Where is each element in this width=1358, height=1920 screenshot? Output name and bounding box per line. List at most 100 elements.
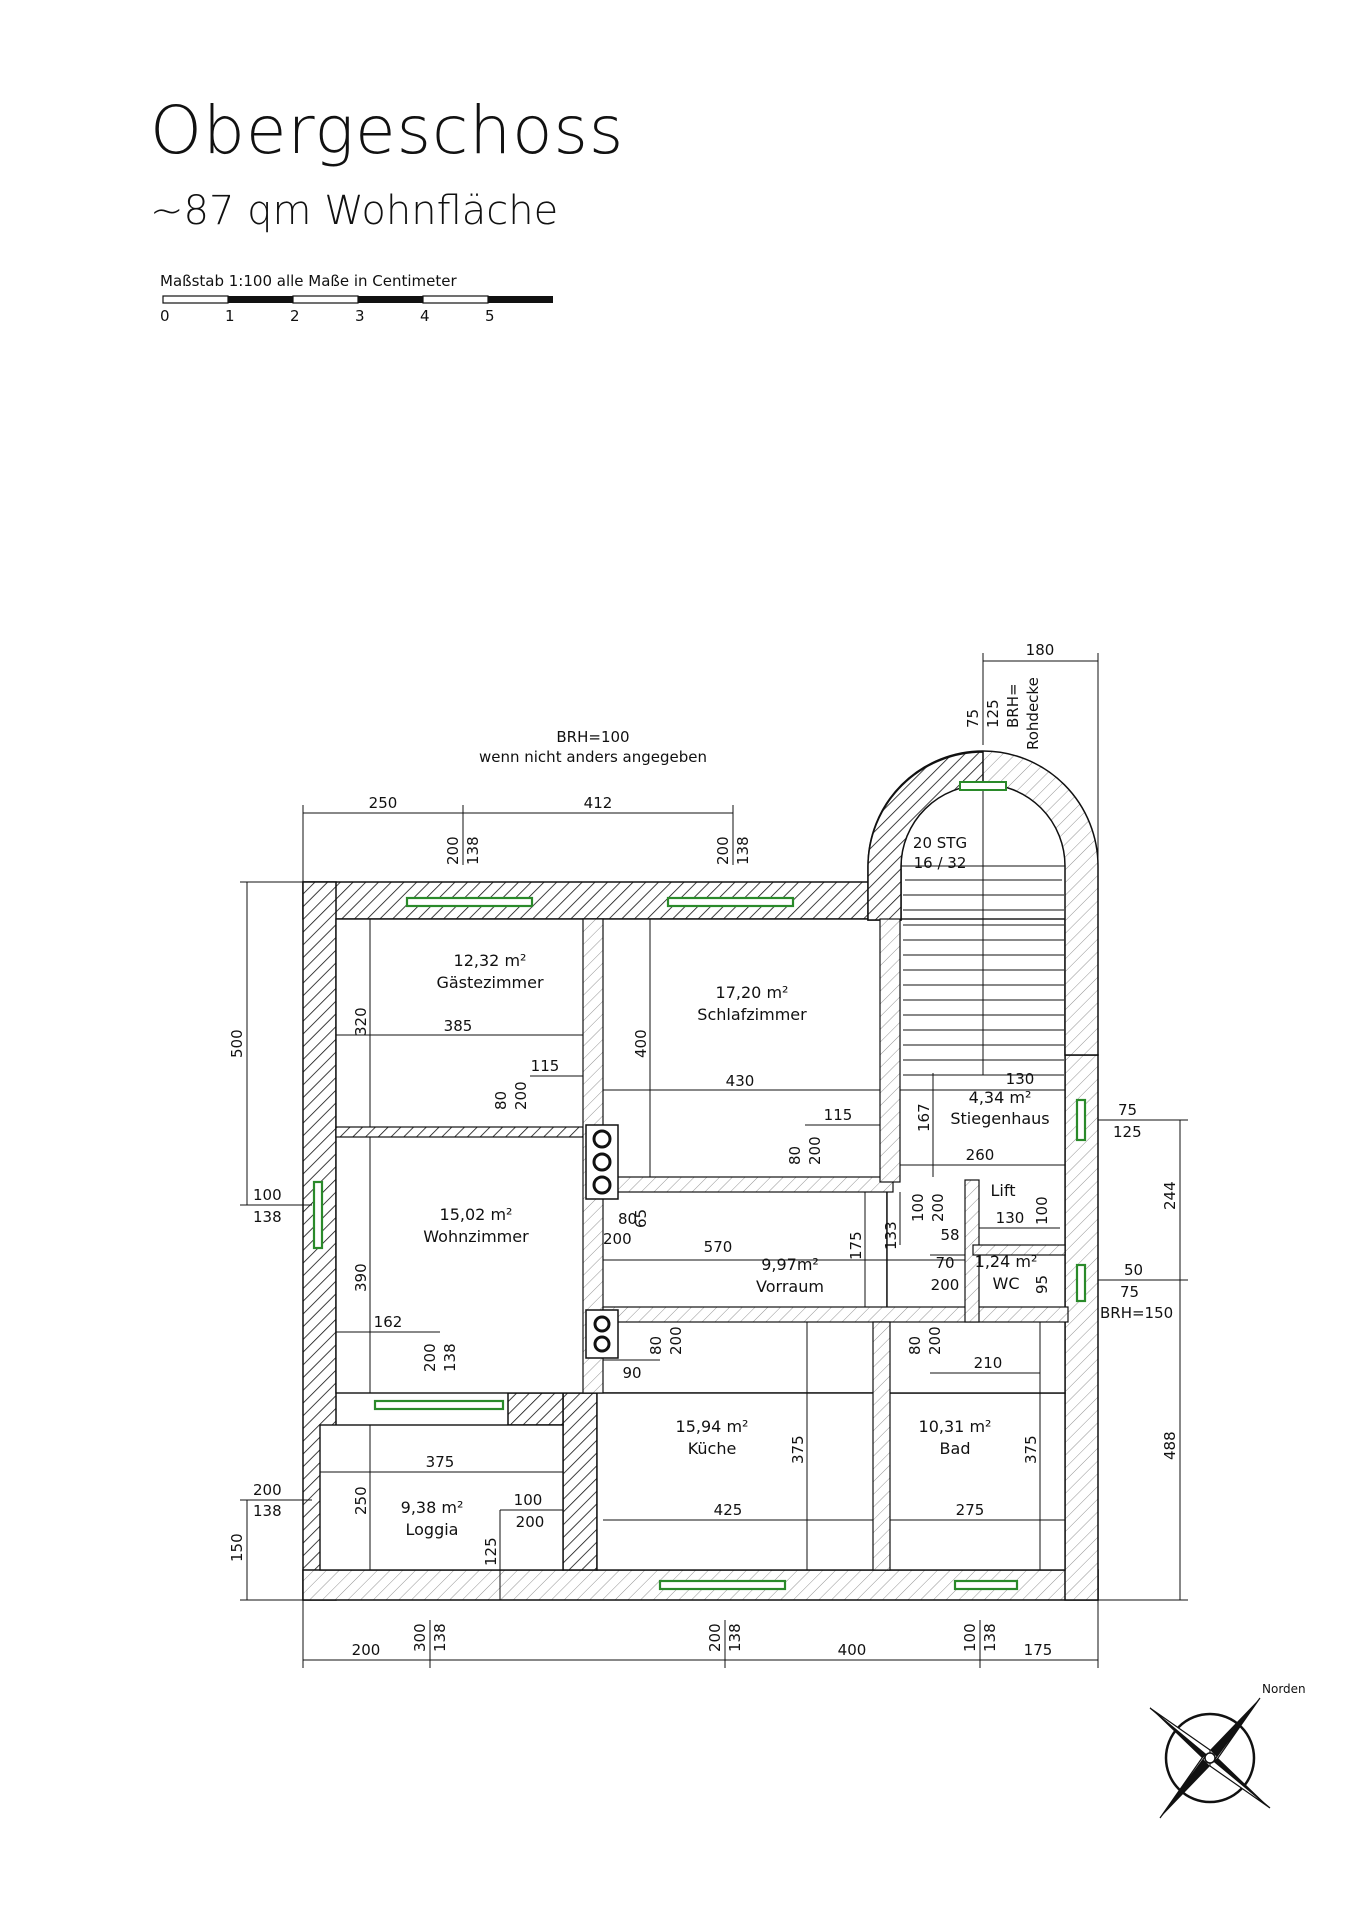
scale-tick: 5	[485, 307, 495, 325]
dim-label: 115	[531, 1057, 560, 1075]
dim-label: 58	[940, 1226, 959, 1244]
dim-label: 138	[441, 1343, 459, 1372]
dim-label: 430	[726, 1072, 755, 1090]
dim-label: 250	[369, 794, 398, 812]
dim-label: 130	[1006, 1070, 1035, 1088]
dim-label: 200	[516, 1513, 545, 1531]
dim-label: 200	[667, 1326, 685, 1355]
room-area-bad: 10,31 m²	[919, 1417, 992, 1436]
dim-label: 200	[926, 1326, 944, 1355]
dim-label: 80	[618, 1210, 637, 1228]
room-area-loggia: 9,38 m²	[401, 1498, 464, 1517]
dim-label: 75	[1120, 1283, 1139, 1301]
room-name-kueche: Küche	[688, 1439, 737, 1458]
dim-label: 175	[1024, 1641, 1053, 1659]
dim-label: 65	[632, 1209, 650, 1228]
windows	[312, 896, 1087, 1591]
compass-label: Norden	[1262, 1682, 1306, 1696]
dim-label: 200	[603, 1230, 632, 1248]
dim-label: 100	[253, 1186, 282, 1204]
dim-label: 500	[228, 1029, 246, 1058]
page-subtitle: ~87 qm Wohnfläche	[150, 188, 559, 234]
dim-label: 75	[964, 709, 982, 728]
scale-tick: 4	[420, 307, 430, 325]
dim-label: 167	[915, 1103, 933, 1132]
scale-bar: 0 1 2 3 4 5	[160, 295, 553, 325]
chimney	[585, 1124, 619, 1359]
dim-label: 200	[806, 1136, 824, 1165]
dim-label: 100	[1033, 1196, 1051, 1225]
dim-label: 300	[411, 1623, 429, 1652]
dim-label: 200	[706, 1623, 724, 1652]
stair-tower	[867, 750, 1099, 1076]
dim-label: 250	[352, 1486, 370, 1515]
dim-label: 175	[847, 1231, 865, 1260]
dim-label: 400	[838, 1641, 867, 1659]
compass-icon	[1149, 1697, 1271, 1819]
dim-label: 80	[647, 1336, 665, 1355]
dim-label: 375	[1022, 1435, 1040, 1464]
dim-label: 162	[374, 1313, 403, 1331]
dim-label: 70	[935, 1254, 954, 1272]
room-area-schlafzimmer: 17,20 m²	[716, 983, 789, 1002]
room-name-bad: Bad	[940, 1439, 971, 1458]
dim-label: 200	[421, 1343, 439, 1372]
dim-label: 138	[726, 1623, 744, 1652]
room-area-wc: 1,24 m²	[975, 1252, 1038, 1271]
dim-label: 125	[482, 1537, 500, 1566]
dim-label: 260	[966, 1146, 995, 1164]
scale-tick: 2	[290, 307, 300, 325]
scale-caption: Maßstab 1:100 alle Maße in Centimeter	[160, 272, 457, 290]
dim-label: 80	[492, 1091, 510, 1110]
dim-label: 138	[431, 1623, 449, 1652]
dim-label: 570	[704, 1238, 733, 1256]
dim-label: 390	[352, 1263, 370, 1292]
dim-label: 138	[253, 1502, 282, 1520]
dim-label: 125	[1113, 1123, 1142, 1141]
room-name-vorraum: Vorraum	[756, 1277, 824, 1296]
dim-label: 100	[514, 1491, 543, 1509]
room-area-wohnzimmer: 15,02 m²	[440, 1205, 513, 1224]
dim-label: 100	[909, 1193, 927, 1222]
dim-label: 90	[622, 1364, 641, 1382]
dim-label: 200	[714, 836, 732, 865]
dim-label: 80	[786, 1146, 804, 1165]
dim-label: 488	[1161, 1431, 1179, 1460]
dim-label: 50	[1124, 1261, 1143, 1279]
dimension-lines	[240, 653, 1188, 1668]
room-area-kueche: 15,94 m²	[676, 1417, 749, 1436]
dim-label: 138	[981, 1623, 999, 1652]
room-area-gaestezimmer: 12,32 m²	[454, 951, 527, 970]
room-area-stiegenhaus: 4,34 m²	[969, 1088, 1032, 1107]
dim-label: 210	[974, 1354, 1003, 1372]
scale-tick: 1	[225, 307, 235, 325]
room-name-wohnzimmer: Wohnzimmer	[423, 1227, 529, 1246]
dim-label: 412	[584, 794, 613, 812]
room-name-loggia: Loggia	[406, 1520, 459, 1539]
brh150-label: BRH=150	[1100, 1304, 1173, 1322]
stairs-count: 20 STG	[913, 834, 967, 852]
room-name-schlafzimmer: Schlafzimmer	[697, 1005, 807, 1024]
dim-label: 130	[996, 1209, 1025, 1227]
dim-label: 95	[1033, 1275, 1051, 1294]
dim-label: 115	[824, 1106, 853, 1124]
dim-label: 385	[444, 1017, 473, 1035]
dim-label: 138	[734, 836, 752, 865]
dim-label: 125	[984, 699, 1002, 728]
room-name-wc: WC	[993, 1274, 1020, 1293]
dim-label: 375	[426, 1453, 455, 1471]
dim-label: 200	[931, 1276, 960, 1294]
dim-label: 138	[464, 836, 482, 865]
dim-label: 180	[1026, 641, 1055, 659]
dim-label: 244	[1161, 1181, 1179, 1210]
stairs-ratio: 16 / 32	[914, 854, 967, 872]
dim-label: 275	[956, 1501, 985, 1519]
dim-label: 425	[714, 1501, 743, 1519]
dim-label: 375	[789, 1435, 807, 1464]
dim-label: 75	[1118, 1101, 1137, 1119]
brh-note-line2: wenn nicht anders angegeben	[479, 748, 707, 766]
room-name-gaestezimmer: Gästezimmer	[436, 973, 544, 992]
dim-label: 100	[961, 1623, 979, 1652]
dim-label: 400	[632, 1029, 650, 1058]
brh-rohdecke-label: BRH=	[1004, 683, 1022, 728]
